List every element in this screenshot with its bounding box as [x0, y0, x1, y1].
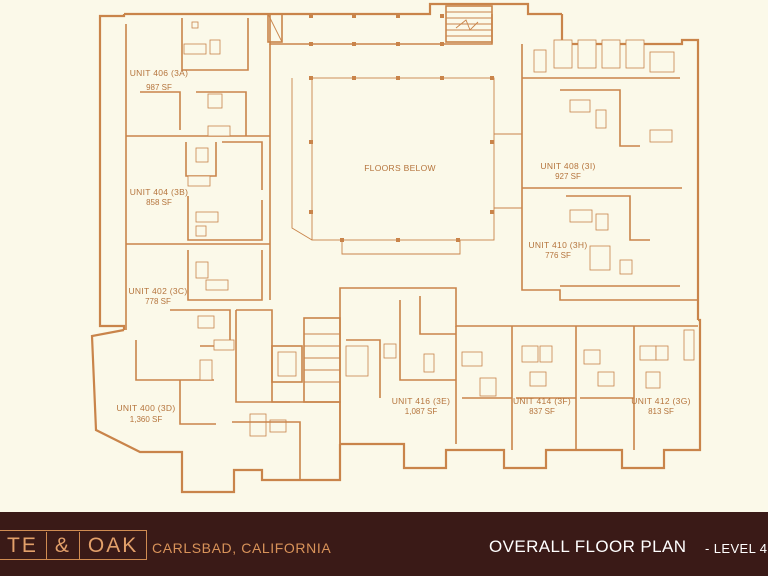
unit-label: UNIT 414 (3F) — [513, 396, 571, 406]
courtyard — [269, 14, 698, 301]
unit-area: 776 SF — [545, 251, 571, 260]
logo-part: & — [45, 531, 79, 559]
logo-part: OAK — [78, 531, 146, 559]
unit-label: UNIT 410 (3H) — [528, 240, 587, 250]
unit-label: UNIT 406 (3A) — [130, 68, 189, 78]
unit-label: UNIT 400 (3D) — [116, 403, 175, 413]
unit-label: UNIT 402 (3C) — [128, 286, 187, 296]
unit-area: 987 SF — [146, 83, 172, 92]
central-core — [271, 317, 341, 403]
floor-plan: FLOORS BELOW UNIT 406 (3A) 987 SF UNIT 4… — [90, 2, 702, 494]
brand-logo: TE & OAK — [0, 530, 148, 560]
logo-part: TE — [7, 533, 38, 557]
unit-area: 1,360 SF — [130, 415, 163, 424]
unit-area: 778 SF — [145, 297, 171, 306]
unit-area: 1,087 SF — [405, 407, 438, 416]
west-wing — [125, 18, 341, 480]
labels: FLOORS BELOW UNIT 406 (3A) 987 SF UNIT 4… — [116, 68, 690, 424]
unit-area: 837 SF — [529, 407, 555, 416]
unit-area: 927 SF — [555, 172, 581, 181]
footer-bar — [0, 512, 768, 576]
unit-area: 813 SF — [648, 407, 674, 416]
courtyard-label: FLOORS BELOW — [364, 163, 436, 173]
unit-area: 858 SF — [146, 198, 172, 207]
level-label: - LEVEL 4 — [705, 541, 768, 556]
stair-top — [267, 5, 493, 43]
building-outline — [90, 2, 702, 494]
unit-label: UNIT 404 (3B) — [130, 187, 189, 197]
unit-label: UNIT 416 (3E) — [392, 396, 451, 406]
unit-label: UNIT 412 (3G) — [631, 396, 690, 406]
plan-title: OVERALL FLOOR PLAN — [489, 537, 687, 556]
location-label: CARLSBAD, CALIFORNIA — [152, 540, 332, 556]
unit-label: UNIT 408 (3I) — [540, 161, 595, 171]
south-wing — [339, 287, 698, 450]
east-wing — [522, 39, 682, 287]
